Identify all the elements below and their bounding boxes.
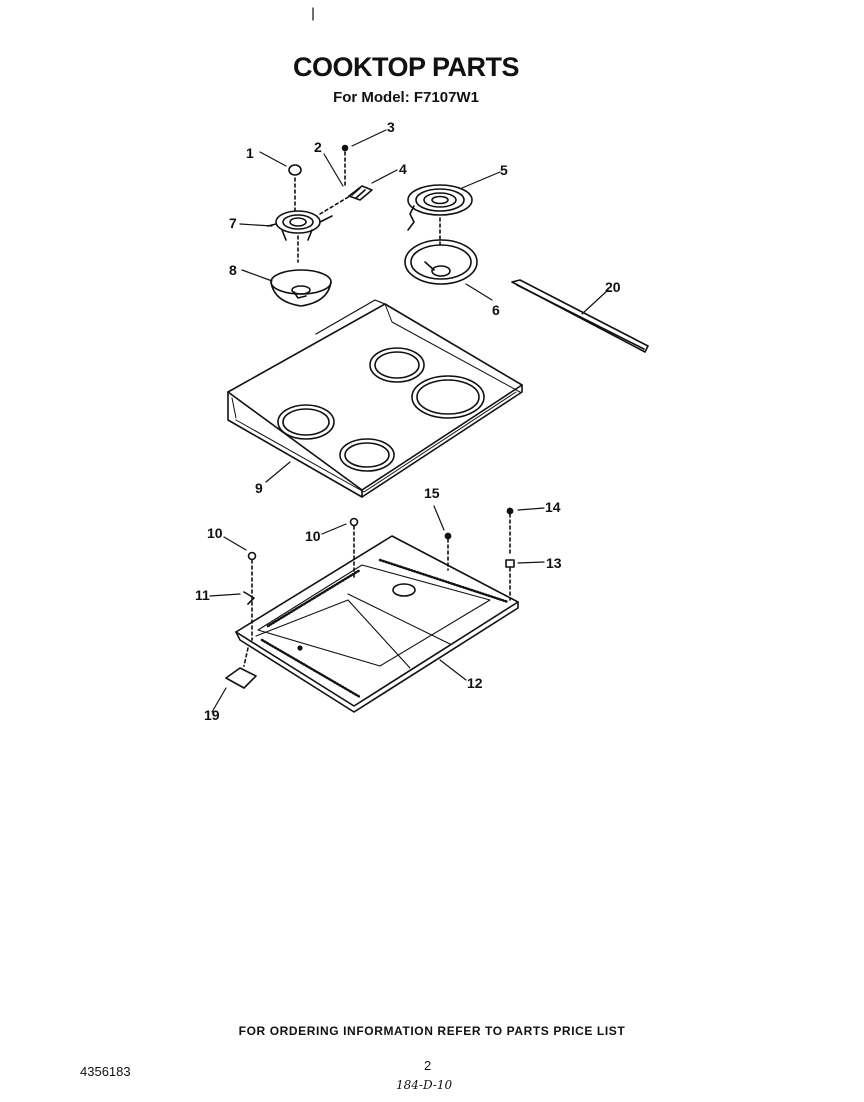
callout-6: 6	[492, 302, 500, 318]
part-knob-cap	[288, 164, 302, 211]
part-screws	[247, 517, 359, 641]
part-bracket	[225, 647, 257, 689]
part-cooktop	[227, 299, 523, 498]
callout-11: 11	[195, 587, 210, 603]
callout-8: 8	[229, 262, 237, 278]
part-small-drip-bowl	[270, 269, 332, 307]
callout-1: 1	[246, 145, 254, 161]
model-subtitle: For Model: F7107W1	[333, 89, 479, 106]
callout-10-left: 10	[207, 525, 223, 541]
callout-20: 20	[605, 279, 621, 295]
part-burner-box	[235, 535, 519, 713]
callout-5: 5	[500, 162, 508, 178]
callout-9: 9	[255, 480, 263, 496]
callout-19: 19	[204, 707, 220, 723]
callout-14: 14	[545, 499, 561, 515]
part-hardware-right	[444, 507, 515, 601]
part-large-surface-element	[407, 184, 473, 247]
callout-7: 7	[229, 215, 237, 231]
document-number: 4356183	[80, 1064, 131, 1079]
part-small-surface-element	[267, 210, 333, 263]
callout-4: 4	[399, 161, 407, 177]
callout-3: 3	[387, 119, 395, 135]
callout-2: 2	[314, 139, 322, 155]
callout-12: 12	[467, 675, 483, 691]
ordering-info-note: FOR ORDERING INFORMATION REFER TO PARTS …	[238, 1024, 626, 1038]
part-large-drip-bowl	[404, 239, 478, 285]
handwritten-note: 184-D-10	[396, 1078, 453, 1092]
leader-lines	[209, 129, 609, 713]
part-clip	[243, 591, 255, 605]
callout-10-center: 10	[305, 528, 321, 544]
page-title: COOKTOP PARTS	[292, 52, 520, 82]
page-number: 2	[424, 1058, 432, 1073]
callout-15: 15	[424, 485, 440, 501]
part-trim-strip	[511, 279, 649, 353]
part-terminal-block	[319, 144, 373, 215]
callout-13: 13	[546, 555, 562, 571]
callout-labels: 1 2 3 4 5 6 7 8 9 10 10 11 12 13 14 15 1…	[195, 119, 621, 723]
